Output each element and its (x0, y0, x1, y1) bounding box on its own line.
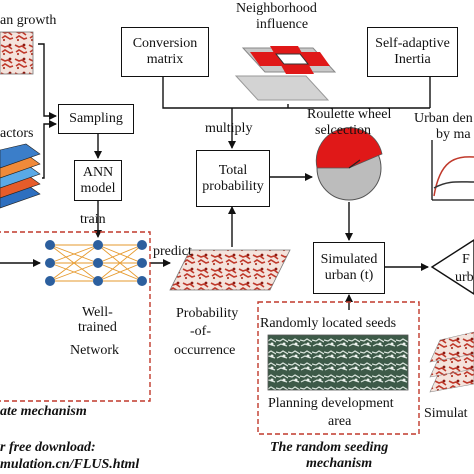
planning-area-map (267, 334, 409, 391)
neighborhood-label-1: Neighborhood (236, 1, 317, 16)
urban-development-label-2: by ma (436, 127, 471, 142)
total-line-1: Total (218, 162, 248, 178)
urban-growth-label: an growth (0, 13, 57, 28)
download-label-1: r free download: (0, 440, 96, 455)
feedback-diamond (430, 239, 474, 295)
probability-label-1: Probability (176, 306, 239, 321)
download-label-2: mulation.cn/FLUS.html (0, 457, 140, 472)
sampling-box: Sampling (58, 104, 134, 134)
random-seeding-frame (257, 301, 420, 435)
neighborhood-grid (234, 46, 337, 101)
inertia-line-2: Inertia (394, 52, 431, 67)
conversion-line-1: Conversion (132, 36, 198, 51)
well-trained-label-2: trained (78, 320, 117, 335)
simulated-map-stack (429, 331, 474, 393)
feedback-label-2: urb (455, 270, 474, 285)
well-trained-label-3: Network (70, 343, 119, 358)
random-seeding-label-1: The random seeding (270, 440, 389, 455)
sim-line-1: Simulated (320, 252, 378, 267)
ca-mechanism-label: ate mechanism (0, 404, 87, 419)
probability-label-3: occurrence (174, 343, 236, 358)
urban-development-label-1: Urban den (414, 111, 473, 126)
planning-area-label-2: area (328, 414, 352, 429)
flow-arrows (0, 43, 431, 310)
total-line-2: probability (202, 178, 264, 194)
factors-label: actors (0, 126, 34, 141)
ann-line-2: model (80, 180, 116, 196)
ann-line-1: ANN (82, 164, 114, 180)
roulette-label-2: selcection (315, 123, 371, 138)
urban-development-graph (431, 140, 474, 201)
planning-area-label-1: Planning development (268, 396, 394, 411)
random-seeds-label: Randomly located seeds (260, 316, 397, 331)
sim-line-2: urban (t) (324, 268, 374, 283)
roulette-label-1: Roulette wheel (307, 107, 392, 122)
probability-label-2: -of- (190, 324, 211, 339)
predict-label: predict (153, 244, 192, 259)
random-seeding-label-2: mechanism (306, 456, 373, 471)
neural-network (45, 240, 147, 286)
feedback-label-1: F (462, 252, 470, 267)
neighborhood-label-2: influence (256, 17, 309, 32)
conversion-line-2: matrix (146, 52, 184, 67)
inertia-line-1: Self-adaptive (375, 36, 450, 51)
multiply-label: multiply (205, 121, 253, 136)
probability-map (169, 249, 291, 291)
well-trained-label-1: Well- (82, 305, 113, 320)
ca-mechanism-frame (0, 231, 151, 402)
train-label: train (80, 212, 106, 227)
urban-growth-map (0, 31, 34, 75)
roulette-wheel (315, 127, 383, 201)
simulated-partial-label: Simulat (424, 406, 468, 421)
driving-factors-stack (0, 143, 41, 209)
sampling-label: Sampling (69, 111, 123, 126)
